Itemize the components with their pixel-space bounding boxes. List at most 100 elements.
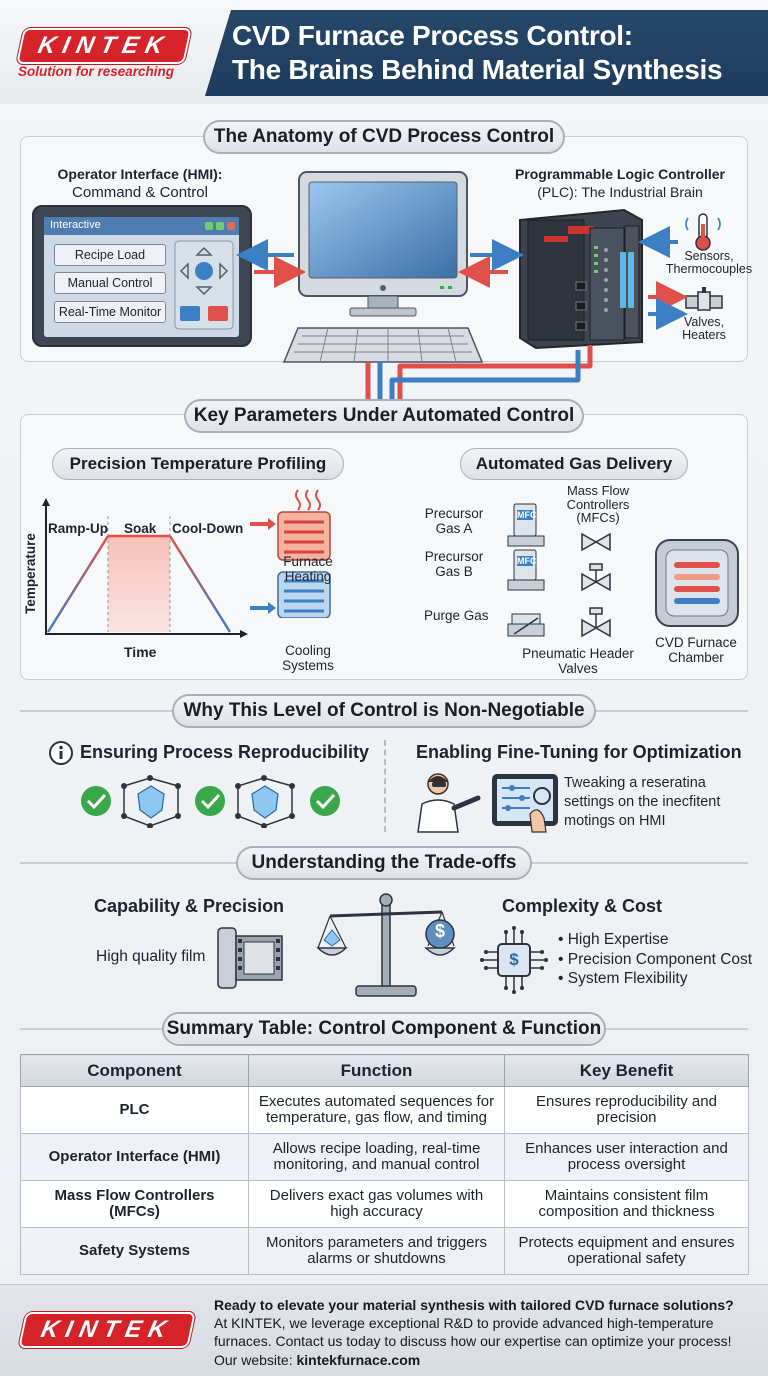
cell-benefit: Ensures reproducibility and precision [504, 1086, 749, 1134]
fine-tuning-text-line-2: settings on the inecfitent [564, 794, 721, 810]
cvd-chamber-icon [655, 539, 739, 627]
soak-label: Soak [124, 521, 157, 536]
parameters-heading: Key Parameters Under Automated Control [184, 399, 584, 433]
why-heading: Why This Level of Control is Non-Negotia… [172, 694, 596, 728]
page-title-line-2: The Brains Behind Material Synthesis [232, 54, 723, 85]
reproducibility-title: Ensuring Process Reproducibility [80, 742, 370, 762]
tradeoffs-heading: Understanding the Trade-offs [236, 846, 532, 880]
table-row: Mass Flow Controllers (MFCs) Delivers ex… [20, 1180, 749, 1228]
sensors-label: Sensors, Thermocouples [665, 249, 753, 276]
heating-cooling-blocks [250, 489, 331, 618]
footer-cta-line-3: furnaces. Contact us today to discuss ho… [214, 1333, 732, 1349]
thermometer-icon [685, 213, 721, 251]
furnace-heating-label: Furnace Heating [283, 554, 333, 584]
table-row: Operator Interface (HMI) Allows recipe l… [20, 1133, 749, 1181]
plc-title-line-2: (PLC): The Industrial Brain [492, 184, 748, 200]
summary-heading: Summary Table: Control Component & Funct… [162, 1012, 606, 1046]
mfc-a-tag: MFC [517, 510, 537, 520]
website-link[interactable]: kintekfurnace.com [296, 1352, 421, 1368]
gas-delivery-heading: Automated Gas Delivery [460, 448, 688, 480]
table-header-row: Component Function Key Benefit [20, 1054, 749, 1087]
mfc-label: Mass Flow Controllers (MFCs) [566, 483, 630, 525]
hmi-led-icon [205, 222, 213, 230]
cvd-chamber-label: CVD Furnace Chamber [655, 635, 737, 665]
bullet-component-cost: • Precision Component Cost [558, 950, 753, 968]
anatomy-heading: The Anatomy of CVD Process Control [203, 120, 565, 154]
column-header-component: Component [20, 1054, 249, 1087]
x-axis-label: Time [124, 644, 157, 660]
recipe-load-button[interactable]: Recipe Load [54, 244, 166, 266]
hmi-window-label: Interactive [50, 219, 101, 231]
plc-title-line-2-text: (PLC): The Industrial Brain [537, 184, 703, 200]
capability-text: High quality film [96, 948, 206, 965]
valve-icon [685, 287, 723, 311]
cell-component: Operator Interface (HMI) [20, 1133, 249, 1181]
reproducibility-row [81, 775, 340, 828]
cell-component: Safety Systems [20, 1227, 249, 1275]
fine-tuning-text-line-1: Tweaking a reseratina [564, 775, 706, 791]
precursor-b-label: Precursor Gas B [424, 549, 484, 579]
page-title-line-1: CVD Furnace Process Control: [232, 20, 633, 51]
footer-cta-line-1: Ready to elevate your material synthesis… [214, 1297, 734, 1313]
purge-gas-label: Purge Gas [424, 608, 489, 623]
fine-tuning-text: Tweaking a reseratina settings on the in… [564, 774, 720, 831]
cooling-systems-label: Cooling Systems [282, 643, 334, 673]
cell-function: Executes automated sequences for tempera… [248, 1086, 505, 1134]
balance-scale-icon [316, 893, 456, 997]
cell-component: Mass Flow Controllers (MFCs) [20, 1180, 249, 1228]
column-header-function: Function [248, 1054, 505, 1087]
logo-tagline: Solution for researching [18, 64, 175, 79]
hmi-title-line-2: Command & Control [72, 184, 208, 201]
cell-function: Delivers exact gas volumes with high acc… [248, 1180, 505, 1228]
plc-controller-icon [519, 208, 643, 350]
fine-tuning-text-line-3: motings on HMI [564, 813, 666, 829]
mfc-b-tag: MFC [517, 556, 537, 566]
real-time-monitor-button[interactable]: Real-Time Monitor [54, 301, 166, 323]
website-label: Our website: [214, 1352, 297, 1368]
film-roll-icon [217, 927, 283, 989]
engineer-tuning-icon [417, 773, 558, 833]
plc-title-line-1: Programmable Logic Controller [514, 166, 726, 182]
cell-component: PLC [20, 1086, 249, 1134]
computer-workstation-icon [282, 171, 484, 363]
cell-benefit: Enhances user interaction and process ov… [504, 1133, 749, 1181]
why-separator [384, 740, 386, 832]
cell-benefit: Protects equipment and ensures operation… [504, 1227, 749, 1275]
chip-symbol: $ [509, 950, 519, 969]
column-header-key-benefit: Key Benefit [504, 1054, 749, 1087]
summary-table: Component Function Key Benefit PLC Execu… [20, 1054, 749, 1275]
hmi-title-line-1: Operator Interface (HMI): [57, 166, 223, 182]
footer-website: Our website: kintekfurnace.com [214, 1352, 420, 1368]
footer-logo-text: KINTEK [38, 1316, 176, 1343]
bullet-system-flexibility: • System Flexibility [558, 970, 688, 987]
table-row: Safety Systems Monitors parameters and t… [20, 1227, 749, 1275]
pneumatic-valves-label: Pneumatic Header Valves [522, 646, 634, 676]
cool-down-label: Cool-Down [172, 521, 244, 536]
cell-benefit: Maintains consistent film composition an… [504, 1180, 749, 1228]
circuit-chip-icon [480, 926, 548, 994]
bullet-high-expertise: • High Expertise [558, 931, 669, 948]
scale-pan-symbol: $ [434, 921, 445, 941]
hmi-led-icon [227, 222, 235, 230]
cell-function: Monitors parameters and triggers alarms … [248, 1227, 505, 1275]
manual-control-button[interactable]: Manual Control [54, 272, 166, 294]
temperature-profile-chart [42, 498, 248, 638]
complexity-title: Complexity & Cost [502, 896, 663, 916]
footer-cta-line-2: At KINTEK, we leverage exceptional R&D t… [214, 1315, 714, 1331]
info-icon [49, 741, 73, 765]
capability-title: Capability & Precision [94, 896, 285, 916]
hmi-led-icon [216, 222, 224, 230]
y-axis-label: Temperature [22, 533, 38, 614]
title-panel [205, 10, 768, 96]
ramp-up-label: Ramp-Up [48, 521, 108, 536]
complexity-bullets: • High Expertise • Precision Component C… [558, 930, 752, 989]
fine-tuning-title: Enabling Fine-Tuning for Optimization [416, 742, 742, 762]
footer-kintek-logo[interactable]: KINTEK [20, 1314, 194, 1346]
cell-function: Allows recipe loading, real-time monitor… [248, 1133, 505, 1181]
hmi-window-bar [44, 217, 239, 235]
temperature-profiling-heading: Precision Temperature Profiling [52, 448, 344, 480]
table-row: PLC Executes automated sequences for tem… [20, 1086, 749, 1134]
valves-heaters-label: Valves, Heaters [682, 315, 726, 342]
hmi-dpad-icon[interactable] [174, 240, 234, 330]
precursor-a-label: Precursor Gas A [424, 506, 484, 536]
